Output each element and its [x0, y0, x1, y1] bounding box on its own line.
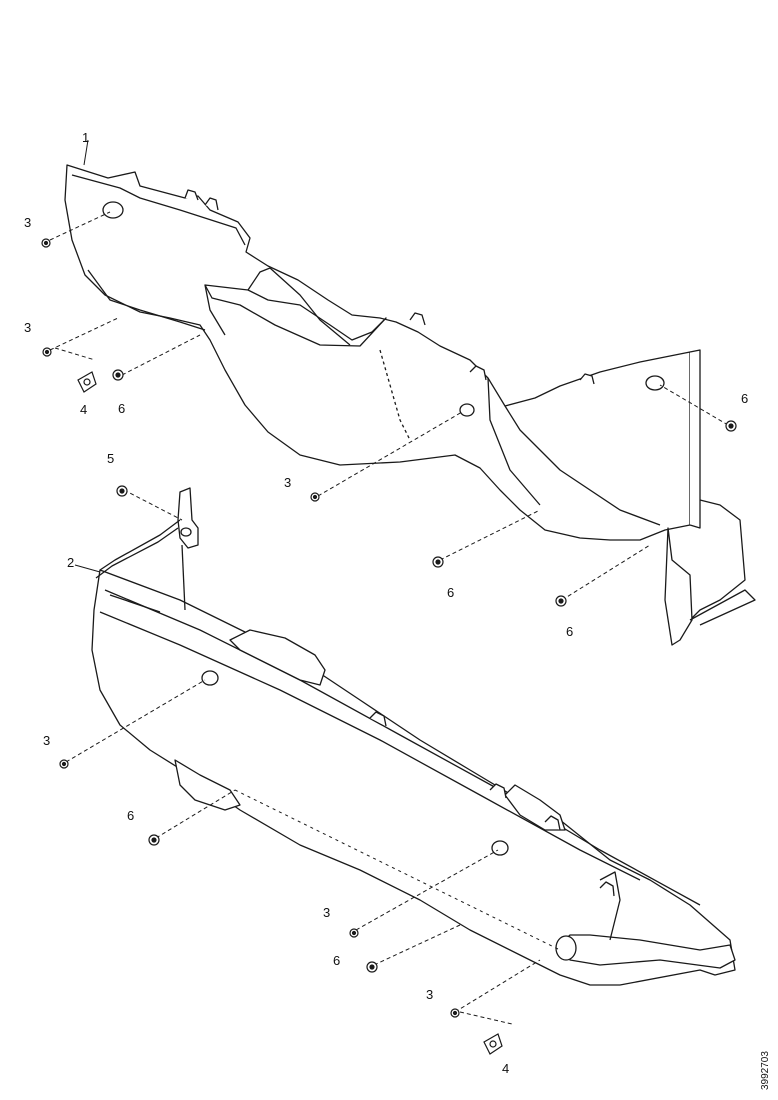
- screw-5: [116, 485, 128, 497]
- callout-6-b: 6: [741, 391, 748, 406]
- callout-6-a: 6: [118, 401, 125, 416]
- screw-6-f: [366, 961, 378, 973]
- upper-trim-panel: [64, 164, 756, 646]
- callout-6-c: 6: [447, 585, 454, 600]
- callout-6-f: 6: [333, 953, 340, 968]
- screw-3-b: [42, 347, 52, 357]
- callout-3-c: 3: [284, 475, 291, 490]
- screw-6-d: [555, 595, 567, 607]
- reference-code: 3992703: [760, 1051, 771, 1090]
- callout-3-e: 3: [323, 905, 330, 920]
- callout-6-e: 6: [127, 808, 134, 823]
- callout-2: 2: [67, 555, 74, 570]
- callout-6-d: 6: [566, 624, 573, 639]
- fasteners: [41, 238, 737, 1055]
- callout-3-d: 3: [43, 733, 50, 748]
- callout-4-b: 4: [502, 1061, 509, 1076]
- callout-4-a: 4: [80, 402, 87, 417]
- lower-trim-panel: [91, 569, 736, 986]
- clip-4-a: [77, 371, 97, 393]
- leader-lines: [49, 139, 729, 1025]
- callout-3-a: 3: [24, 215, 31, 230]
- screw-3-d: [59, 759, 69, 769]
- callout-labels: 1 2 3 3 3 3 3 3 4 4 5 6 6 6 6 6 6: [24, 130, 748, 1076]
- screw-6-b: [725, 420, 737, 432]
- screw-3-f: [450, 1008, 460, 1018]
- clip-4-b: [483, 1033, 503, 1055]
- screw-3-c: [310, 492, 320, 502]
- callout-3-f: 3: [426, 987, 433, 1002]
- screw-6-a: [112, 369, 124, 381]
- screw-3-a: [41, 238, 51, 248]
- screw-6-c: [432, 556, 444, 568]
- callout-1: 1: [82, 130, 89, 145]
- screw-3-e: [349, 928, 359, 938]
- screw-6-e: [148, 834, 160, 846]
- mounting-bracket: [95, 487, 199, 611]
- callout-3-b: 3: [24, 320, 31, 335]
- callout-5: 5: [107, 451, 114, 466]
